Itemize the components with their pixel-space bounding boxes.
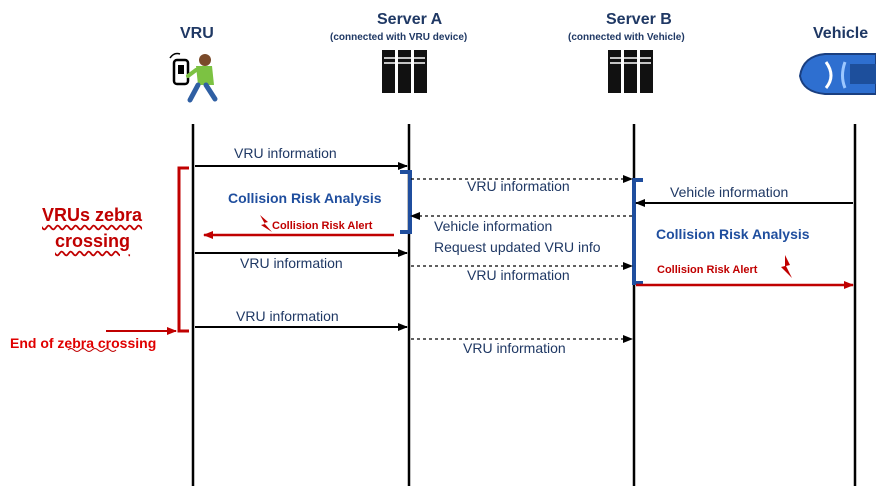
end-zebra-label: End of zebra crossing	[10, 335, 157, 351]
msg-label-vru-info-3: VRU information	[240, 255, 343, 271]
alert-label-to-vru: Collision Risk Alert	[272, 220, 373, 232]
msg-label-vehicle-info-1: Vehicle information	[670, 184, 789, 200]
vehicle-actor-name: Vehicle	[813, 25, 869, 42]
zebra-label-line1: VRUs zebra	[42, 205, 143, 225]
lightning-icon	[260, 215, 272, 232]
server-rack-icon	[608, 50, 653, 93]
alert-label-to-vehicle: Collision Risk Alert	[657, 264, 758, 276]
msg-label-vru-info-2: VRU information	[467, 178, 570, 194]
msg-label-vehicle-info-2: Vehicle information	[434, 218, 553, 234]
server-a-analysis-bracket	[400, 170, 412, 234]
server-b-analysis-label: Collision Risk Analysis	[656, 226, 810, 242]
server-b-actor-name: Server B	[606, 11, 672, 28]
zebra-wavy-underline	[67, 348, 117, 352]
server-b-analysis-bracket	[632, 178, 643, 285]
msg-label-vru-info-6: VRU information	[463, 340, 566, 356]
zebra-label-line2: crossing	[55, 231, 131, 251]
zebra-crossing-bracket	[177, 166, 189, 333]
server-rack-icon	[382, 50, 427, 93]
server-a-subtitle: (connected with VRU device)	[330, 32, 468, 43]
msg-label-vru-info-5: VRU information	[236, 308, 339, 324]
server-a-actor-name: Server A	[377, 11, 443, 28]
car-icon	[798, 53, 876, 95]
server-b-subtitle: (connected with Vehicle)	[568, 32, 685, 43]
lightning-icon	[781, 255, 792, 278]
server-a-analysis-label: Collision Risk Analysis	[228, 190, 382, 206]
msg-label-vru-info-1: VRU information	[234, 145, 337, 161]
vru-actor-name: VRU	[180, 25, 214, 42]
msg-label-vru-info-4: VRU information	[467, 267, 570, 283]
msg-label-request-update: Request updated VRU info	[434, 239, 601, 255]
person-with-phone-icon	[169, 52, 218, 103]
